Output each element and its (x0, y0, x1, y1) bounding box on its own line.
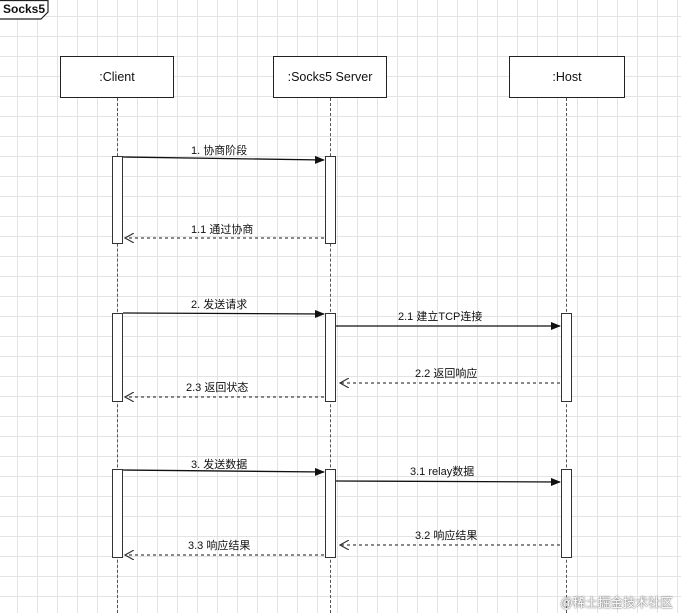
message-3-label: 3. 发送数据 (191, 459, 248, 471)
message-2-1-label: 2.1 建立TCP连接 (398, 311, 483, 323)
frame-tab (0, 0, 49, 20)
arrow-3-1 (335, 477, 561, 486)
participant-server-label: :Socks5 Server (287, 70, 373, 84)
arrow-2 (122, 309, 325, 318)
message-3-3-label: 3.3 响应结果 (188, 540, 251, 552)
frame-title: Socks5 (3, 2, 46, 16)
watermark-text: @稀土掘金技术社区 (560, 596, 673, 610)
activation-server-2 (325, 313, 336, 402)
participant-client[interactable]: :Client (60, 56, 174, 98)
activation-client-3 (112, 469, 123, 558)
message-3-2-label: 3.2 响应结果 (415, 530, 478, 542)
participant-client-label: :Client (99, 70, 135, 84)
participant-socks5-server[interactable]: :Socks5 Server (273, 56, 387, 98)
message-1-label: 1. 协商阶段 (191, 145, 248, 157)
activation-host-2 (561, 313, 572, 402)
arrow-1 (122, 155, 325, 164)
arrow-3 (122, 467, 325, 476)
message-1-1-label: 1.1 通过协商 (191, 224, 254, 236)
message-2-label: 2. 发送请求 (191, 299, 248, 311)
activation-client-1 (112, 156, 123, 244)
activation-server-1 (325, 156, 336, 244)
activation-host-3 (561, 469, 572, 558)
participant-host[interactable]: :Host (509, 56, 625, 98)
participant-host-label: :Host (552, 70, 582, 84)
activation-client-2 (112, 313, 123, 402)
message-2-3-label: 2.3 返回状态 (186, 382, 249, 394)
message-3-1-label: 3.1 relay数据 (410, 466, 475, 478)
message-2-2-label: 2.2 返回响应 (415, 368, 478, 380)
activation-server-3 (325, 469, 336, 558)
